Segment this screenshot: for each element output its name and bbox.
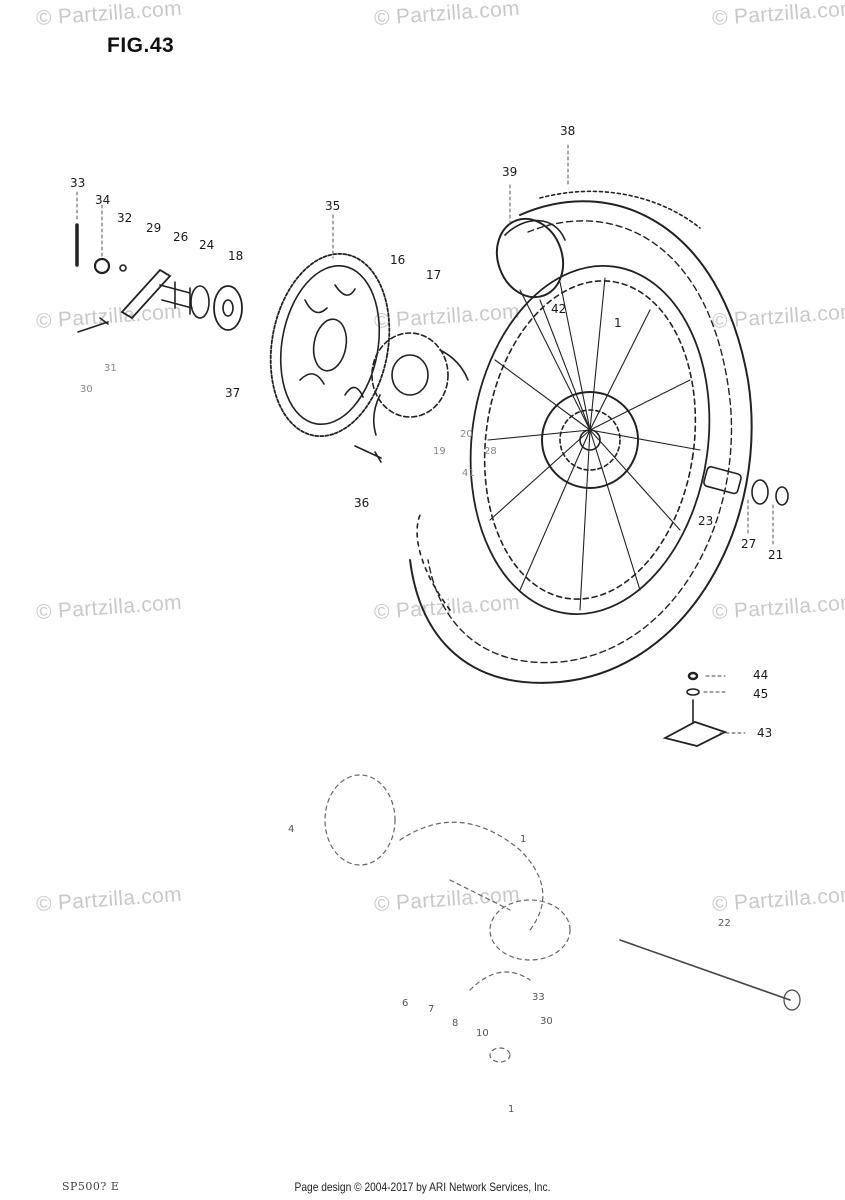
callout-45: 45 <box>753 687 769 701</box>
model-code: SP500? E <box>62 1180 120 1193</box>
callout-23: 23 <box>698 514 714 528</box>
lower-mark: 4 <box>288 824 295 835</box>
lower-mark: 7 <box>428 1004 435 1015</box>
rim <box>469 265 711 615</box>
callout-27: 27 <box>741 537 757 551</box>
lower-mark: 10 <box>476 1028 489 1039</box>
sprocket <box>269 252 391 438</box>
sprocket-carrier <box>371 332 469 436</box>
callout-31: 31 <box>104 363 117 374</box>
callout-36: 36 <box>354 496 370 510</box>
tire <box>409 190 753 684</box>
spokes <box>487 277 701 611</box>
lower-mark: 6 <box>402 998 409 1009</box>
callout-33: 33 <box>70 176 86 190</box>
lower-mark: 30 <box>540 1016 553 1027</box>
sprocket-bolt <box>354 445 382 463</box>
callout-1: 1 <box>614 316 622 330</box>
callout-35: 35 <box>325 199 341 213</box>
lower-mark: 33 <box>532 992 545 1003</box>
chain-adjuster-parts <box>75 223 243 333</box>
callout-24: 24 <box>199 238 215 252</box>
callout-19: 19 <box>433 446 446 457</box>
lower-brake-assembly <box>324 774 801 1063</box>
callout-18: 18 <box>228 249 244 263</box>
lower-mark: 1 <box>520 834 527 845</box>
lower-mark: 8 <box>452 1018 459 1029</box>
rear-axle-spacer <box>703 466 789 506</box>
callout-20: 20 <box>460 429 473 440</box>
callout-34: 34 <box>95 193 111 207</box>
callout-16: 16 <box>390 253 406 267</box>
callout-29: 29 <box>146 221 162 235</box>
tube <box>495 217 566 299</box>
callout-43: 43 <box>757 726 773 740</box>
lower-mark: 1 <box>508 1104 515 1115</box>
hub <box>541 391 639 489</box>
figure-title: FIG.43 <box>107 34 175 57</box>
copyright-notice: Page design © 2004-2017 by ARI Network S… <box>294 1180 551 1194</box>
callout-30: 30 <box>80 384 93 395</box>
lower-mark: 22 <box>718 918 731 929</box>
callout-21: 21 <box>768 548 784 562</box>
callout-38: 38 <box>560 124 576 138</box>
callout-28: 28 <box>484 446 497 457</box>
tire-valve <box>662 671 728 747</box>
callout-17: 17 <box>426 268 442 282</box>
callout-44: 44 <box>753 668 769 682</box>
callout-42: 42 <box>551 302 567 316</box>
callout-26: 26 <box>173 230 189 244</box>
leader-lines <box>76 144 774 734</box>
callout-39: 39 <box>502 165 518 179</box>
callout-37: 37 <box>225 386 241 400</box>
callout-32: 32 <box>117 211 133 225</box>
callout-41: 41 <box>462 468 475 479</box>
